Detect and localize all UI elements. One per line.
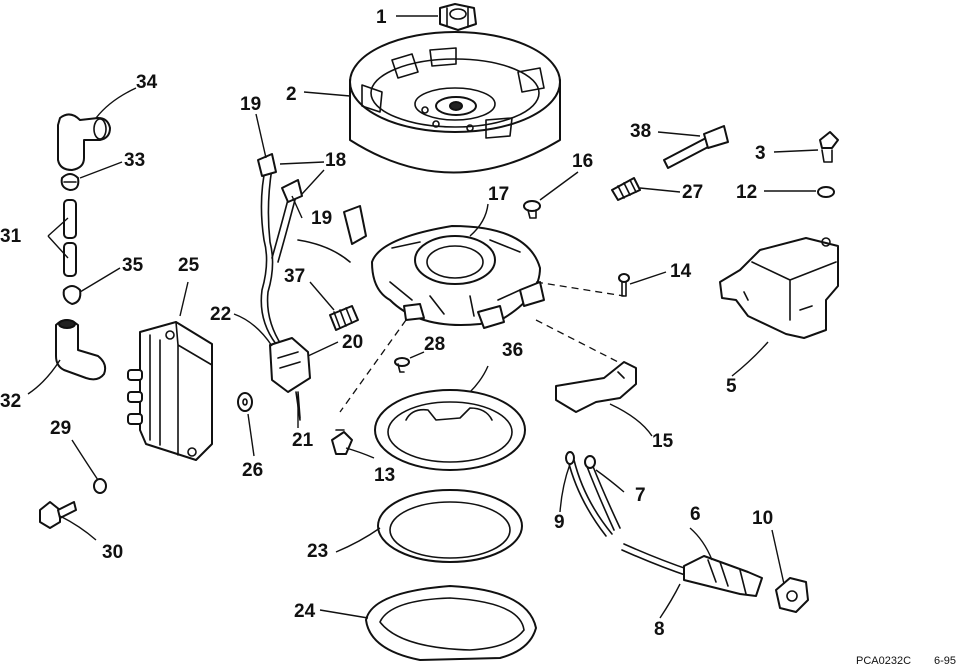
part-10-nut	[775, 577, 809, 613]
alignment-dashes	[339, 281, 625, 413]
callout-29: 29	[50, 418, 71, 439]
callout-37: 37	[284, 266, 305, 287]
callout-14: 14	[670, 261, 692, 282]
callout-8: 8	[654, 619, 665, 640]
part-18-19-20-harness	[257, 153, 351, 419]
part-36-timer-base	[374, 389, 526, 471]
leader-lines	[27, 15, 819, 619]
callout-18: 18	[325, 150, 346, 171]
callout-15: 15	[652, 431, 674, 452]
part-33-spring-clip	[60, 173, 80, 191]
part-26-washer	[237, 392, 253, 412]
callout-6: 6	[690, 504, 701, 525]
part-14-screw	[618, 273, 630, 297]
part-37-spring	[329, 305, 359, 331]
callout-31: 31	[0, 226, 22, 247]
callout-35: 35	[122, 255, 144, 276]
callout-28: 28	[424, 334, 445, 355]
part-23-retaining-ring	[377, 489, 523, 563]
part-28-screw	[394, 357, 410, 373]
callout-26: 26	[242, 460, 263, 481]
part-24-support-ring	[365, 585, 537, 661]
part-30-screw	[39, 501, 77, 529]
part-25-power-pack	[127, 321, 213, 461]
callout-22: 22	[210, 304, 231, 325]
callout-19-top: 19	[240, 94, 261, 115]
callout-34: 34	[136, 72, 158, 93]
callout-33: 33	[124, 150, 145, 171]
callout-13: 13	[374, 465, 395, 486]
callout-labels: 1 2 3 5 6 7 8 9 10 12 13 14 15 16 17 18 …	[0, 7, 773, 640]
callout-1: 1	[376, 7, 387, 28]
part-3-screw	[819, 131, 839, 163]
callout-32: 32	[0, 391, 21, 412]
part-16-screw	[523, 200, 541, 219]
callout-3: 3	[755, 143, 766, 164]
part-12-washer	[817, 186, 835, 198]
callout-21: 21	[292, 430, 314, 451]
part-34-plug-boot	[57, 113, 111, 171]
part-31-terminal-sleeves	[63, 199, 77, 277]
part-13-ground-screw	[331, 429, 353, 455]
callout-10: 10	[752, 508, 773, 529]
callout-9: 9	[554, 512, 565, 533]
part-17-stator	[343, 205, 545, 329]
part-32-plug-boot	[55, 319, 107, 381]
drawing-date: 6-95	[934, 655, 956, 667]
callout-20: 20	[342, 332, 363, 353]
part-2-flywheel	[349, 31, 561, 174]
callout-2: 2	[286, 84, 297, 105]
callout-27: 27	[682, 182, 703, 203]
part-6-8-sensor-lead	[621, 543, 763, 597]
part-38-stud	[663, 125, 729, 169]
drawing-code: PCA0232C	[856, 655, 911, 667]
callout-30: 30	[102, 542, 123, 563]
callout-24: 24	[294, 601, 316, 622]
callout-36: 36	[502, 340, 523, 361]
callout-5: 5	[726, 376, 737, 397]
callout-25: 25	[178, 255, 200, 276]
part-35-clip	[62, 285, 82, 305]
callout-16: 16	[572, 151, 593, 172]
part-5-ignition-coil	[719, 237, 839, 339]
part-29-lockwasher	[93, 478, 107, 494]
part-7-9-ground-leads	[565, 451, 621, 537]
callout-17: 17	[488, 184, 509, 205]
callout-7: 7	[635, 485, 646, 506]
callout-12: 12	[736, 182, 757, 203]
part-15-bracket	[555, 361, 637, 413]
part-1-flywheel-nut	[439, 3, 477, 31]
callout-38: 38	[630, 121, 651, 142]
callout-23: 23	[307, 541, 328, 562]
part-27-spring	[611, 177, 641, 201]
callout-19-lower: 19	[311, 208, 332, 229]
